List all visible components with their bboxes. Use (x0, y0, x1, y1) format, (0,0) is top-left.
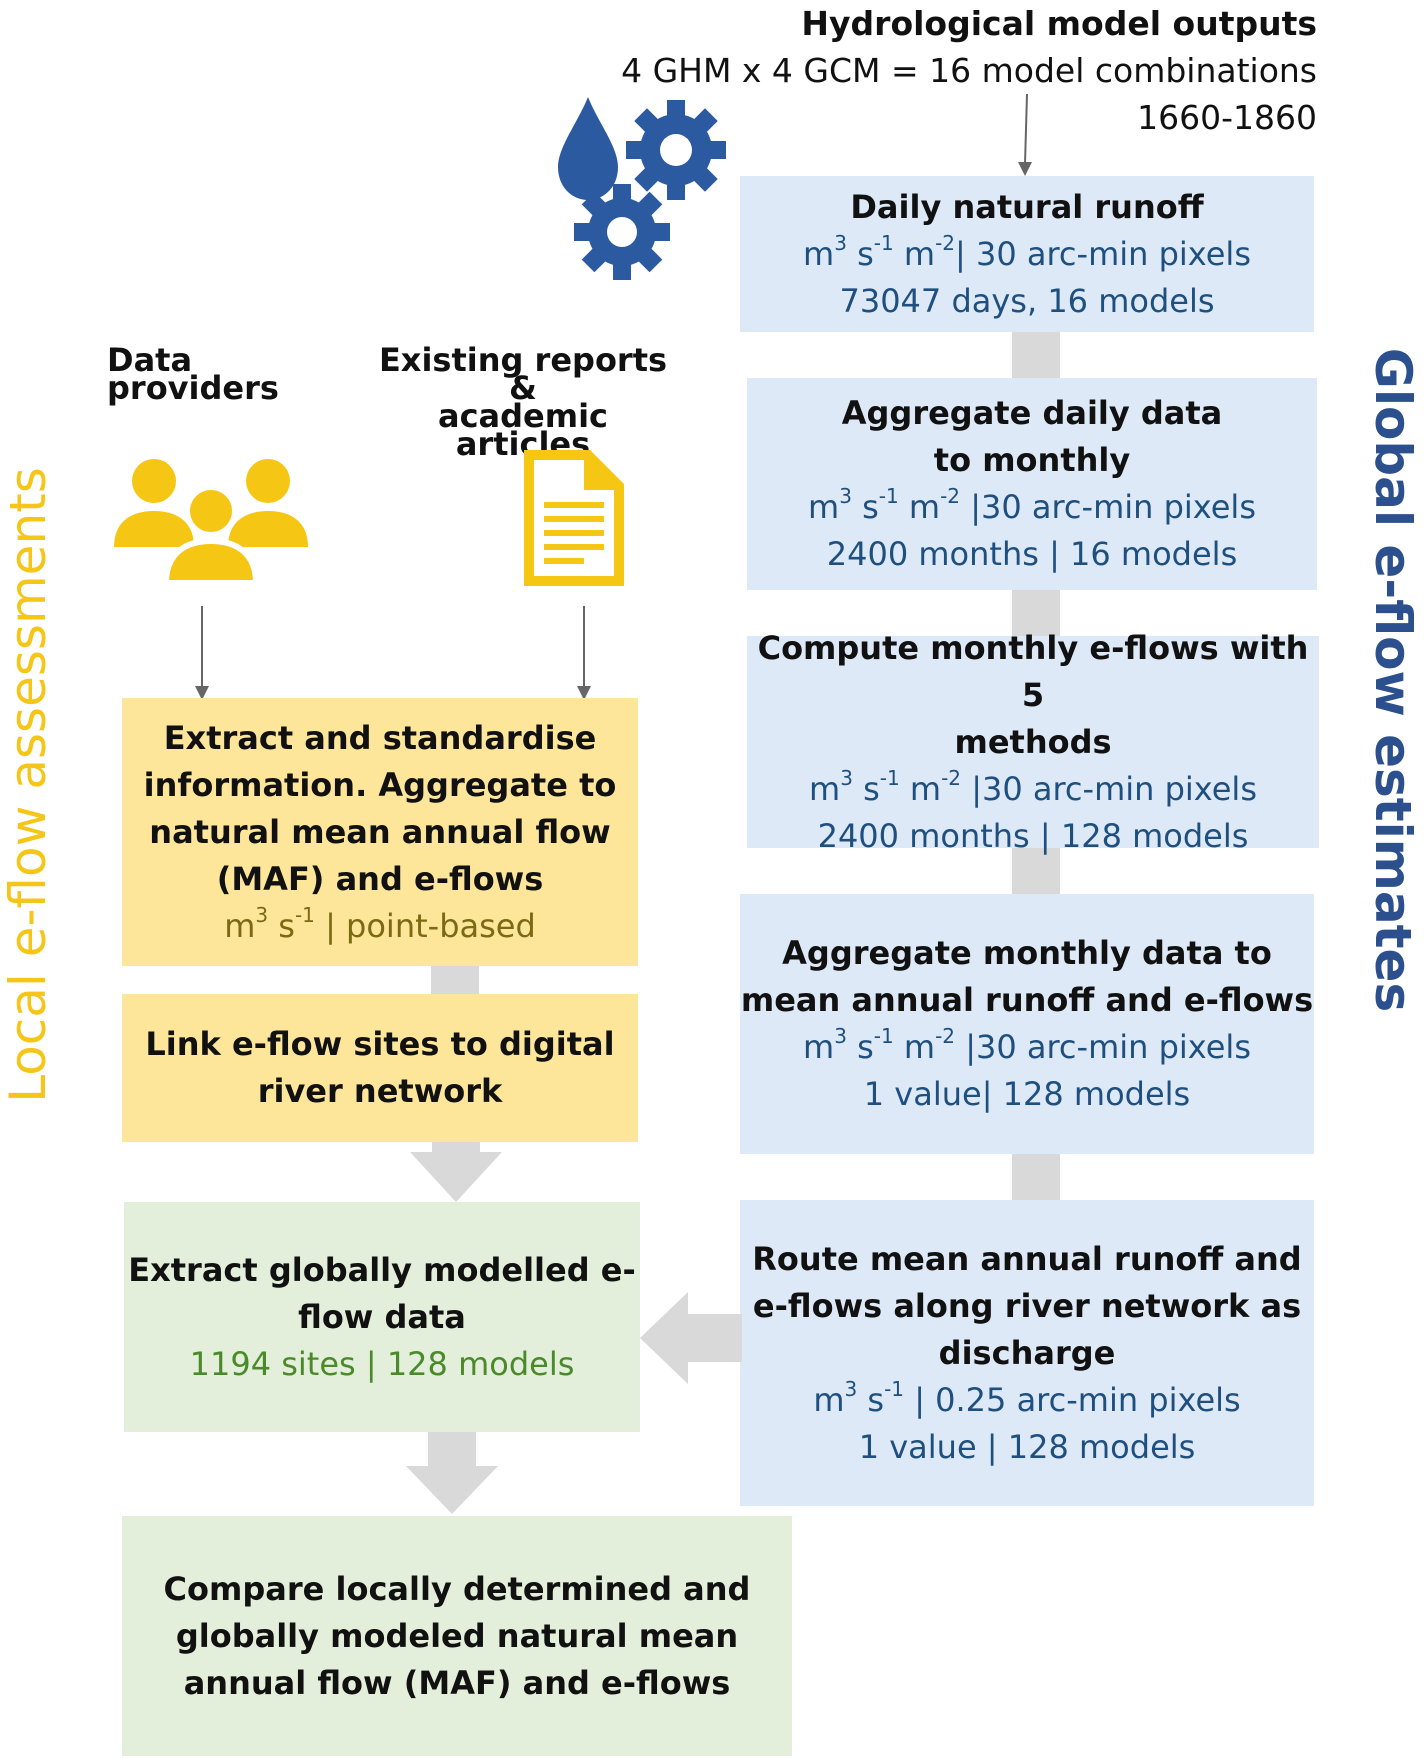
arrow-down-1 (410, 1142, 502, 1202)
step-aggregate-monthly-count: 2400 months | 16 models (826, 535, 1238, 573)
source-data-providers: Data providers (107, 341, 279, 407)
arrow-left-1 (640, 1292, 742, 1384)
step-daily-runoff-count: 73047 days, 16 models (839, 281, 1215, 320)
global-extract-count: 1194 sites | 128 models (189, 1344, 575, 1383)
step-route-discharge: Route mean annual runoff and e-flows alo… (740, 1200, 1314, 1506)
step-compare: Compare locally determined and globally … (122, 1516, 792, 1756)
step-aggregate-annual-count: 1 value| 128 models (863, 1075, 1191, 1113)
header-title: Hydrological model outputs (801, 4, 1317, 43)
right-side-label: Global e-flow estimates (1364, 347, 1422, 1013)
step-daily-runoff: Daily natural runoff m3 s-1 m-2| 30 arc-… (740, 176, 1314, 332)
step-extract-standardise: Extract and standardise information. Agg… (122, 698, 638, 966)
link-line-1: Link e-flow sites to digital (145, 1025, 615, 1063)
step-aggregate-monthly-title-1: Aggregate daily data (841, 394, 1223, 432)
link-line-2: river network (257, 1072, 503, 1110)
header-years: 1660-1860 (1137, 98, 1317, 137)
step-compute-eflows-count: 2400 months | 128 models (817, 816, 1249, 855)
step-aggregate-monthly-title-2: to monthly (933, 441, 1131, 479)
step-compute-eflows-title-1: Compute monthly e-flows with 5 (757, 628, 1309, 714)
water-gears-icon (558, 97, 726, 280)
connector-global-3 (1012, 846, 1060, 896)
extract-units: m3 s-1 | point-based (224, 902, 536, 945)
header-model-combinations: 4 GHM x 4 GCM = 16 model combinations (621, 51, 1317, 90)
right-side-label-wrap: Global e-flow estimates (1360, 0, 1425, 1758)
extract-line-4: (MAF) and e-flows (216, 859, 544, 898)
left-side-label-wrap: Local e-flow assessments (0, 0, 60, 1758)
providers-arrow (195, 606, 209, 700)
step-daily-runoff-units: m3 s-1 m-2| 30 arc-min pixels (803, 230, 1251, 273)
header: Hydrological model outputs 4 GHM x 4 GCM… (621, 0, 1317, 141)
compare-line-1: Compare locally determined and (163, 1569, 751, 1608)
source-reports: Existing reports & academic articles (378, 341, 668, 463)
step-aggregate-monthly: Aggregate daily data to monthly m3 s-1 m… (747, 378, 1317, 590)
step-compute-eflows-title-2: methods (954, 722, 1112, 761)
step-aggregate-annual-units: m3 s-1 m-2 |30 arc-min pixels (803, 1024, 1251, 1066)
gear-small-icon (574, 184, 670, 280)
step-aggregate-annual-title-2: mean annual runoff and e-flows (740, 981, 1314, 1019)
compare-line-2: globally modeled natural mean (175, 1616, 739, 1655)
connector-local-1 (431, 966, 479, 994)
step-route-discharge-title-1: Route mean annual runoff and (752, 1239, 1302, 1278)
extract-line-2: information. Aggregate to (143, 765, 617, 804)
step-aggregate-annual-title-1: Aggregate monthly data to (782, 934, 1272, 972)
step-daily-runoff-title: Daily natural runoff (850, 187, 1204, 226)
step-aggregate-annual: Aggregate monthly data to mean annual ru… (740, 894, 1314, 1154)
left-side-label: Local e-flow assessments (0, 467, 57, 1103)
step-aggregate-monthly-units: m3 s-1 m-2 |30 arc-min pixels (808, 484, 1256, 526)
gear-large-icon (626, 100, 726, 200)
step-route-discharge-title-2: e-flows along river network as (752, 1286, 1302, 1325)
step-link-sites: Link e-flow sites to digital river netwo… (122, 994, 638, 1142)
step-route-discharge-count: 1 value | 128 models (858, 1427, 1196, 1466)
compare-line-3: annual flow (MAF) and e-flows (183, 1663, 731, 1702)
arrow-down-2 (406, 1432, 498, 1514)
extract-line-1: Extract and standardise (163, 718, 597, 757)
step-compute-eflows-units: m3 s-1 m-2 |30 arc-min pixels (809, 765, 1257, 808)
connector-global-4 (1012, 1152, 1060, 1202)
extract-line-3: natural mean annual flow (149, 812, 611, 851)
step-compute-eflows: Compute monthly e-flows with 5 methods m… (747, 629, 1319, 855)
header-arrow (1018, 93, 1032, 176)
step-route-discharge-units: m3 s-1 | 0.25 arc-min pixels (813, 1376, 1241, 1419)
step-route-discharge-title-3: discharge (938, 1333, 1116, 1372)
people-icon (114, 459, 308, 585)
document-icon (524, 450, 624, 586)
global-extract-line-2: flow data (298, 1297, 466, 1336)
reports-arrow (577, 606, 591, 700)
water-drop-icon (558, 97, 618, 200)
step-extract-global: Extract globally modelled e- flow data 1… (124, 1202, 640, 1432)
connector-global-2 (1012, 588, 1060, 638)
global-extract-line-1: Extract globally modelled e- (128, 1250, 636, 1289)
connector-global-1 (1012, 330, 1060, 380)
